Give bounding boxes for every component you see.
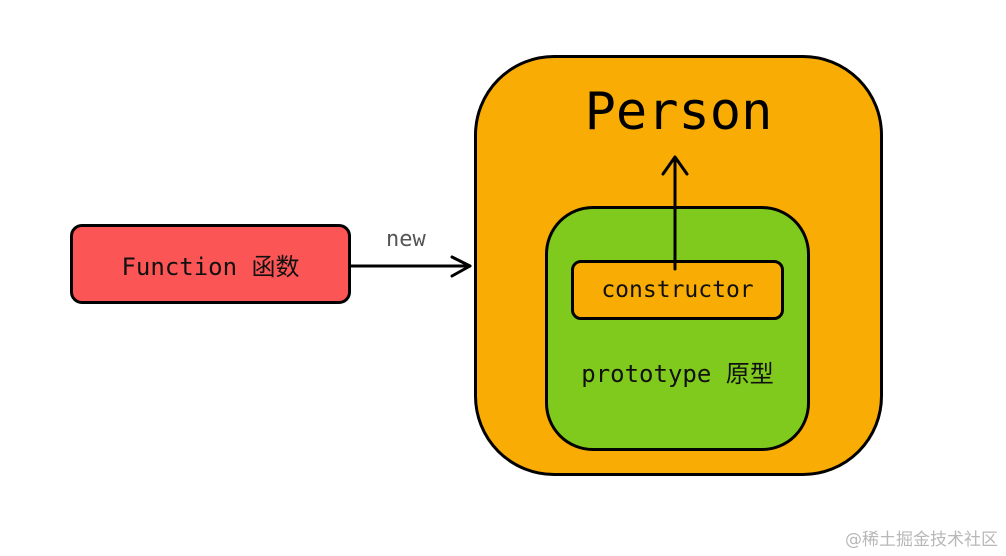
prototype-label: prototype 原型 (581, 360, 774, 388)
function-label: Function 函数 (121, 252, 300, 281)
constructor-node[interactable]: constructor (571, 260, 784, 320)
edge-new-arrow (349, 255, 472, 278)
prototype-node[interactable]: prototype 原型 (545, 206, 810, 451)
function-node[interactable]: Function 函数 (70, 224, 351, 304)
person-title: Person (584, 82, 773, 142)
edge-constructor-arrow (661, 155, 689, 271)
edge-new-label: new (386, 227, 426, 252)
constructor-label: constructor (601, 277, 754, 303)
watermark: @稀土掘金技术社区 (845, 530, 998, 550)
